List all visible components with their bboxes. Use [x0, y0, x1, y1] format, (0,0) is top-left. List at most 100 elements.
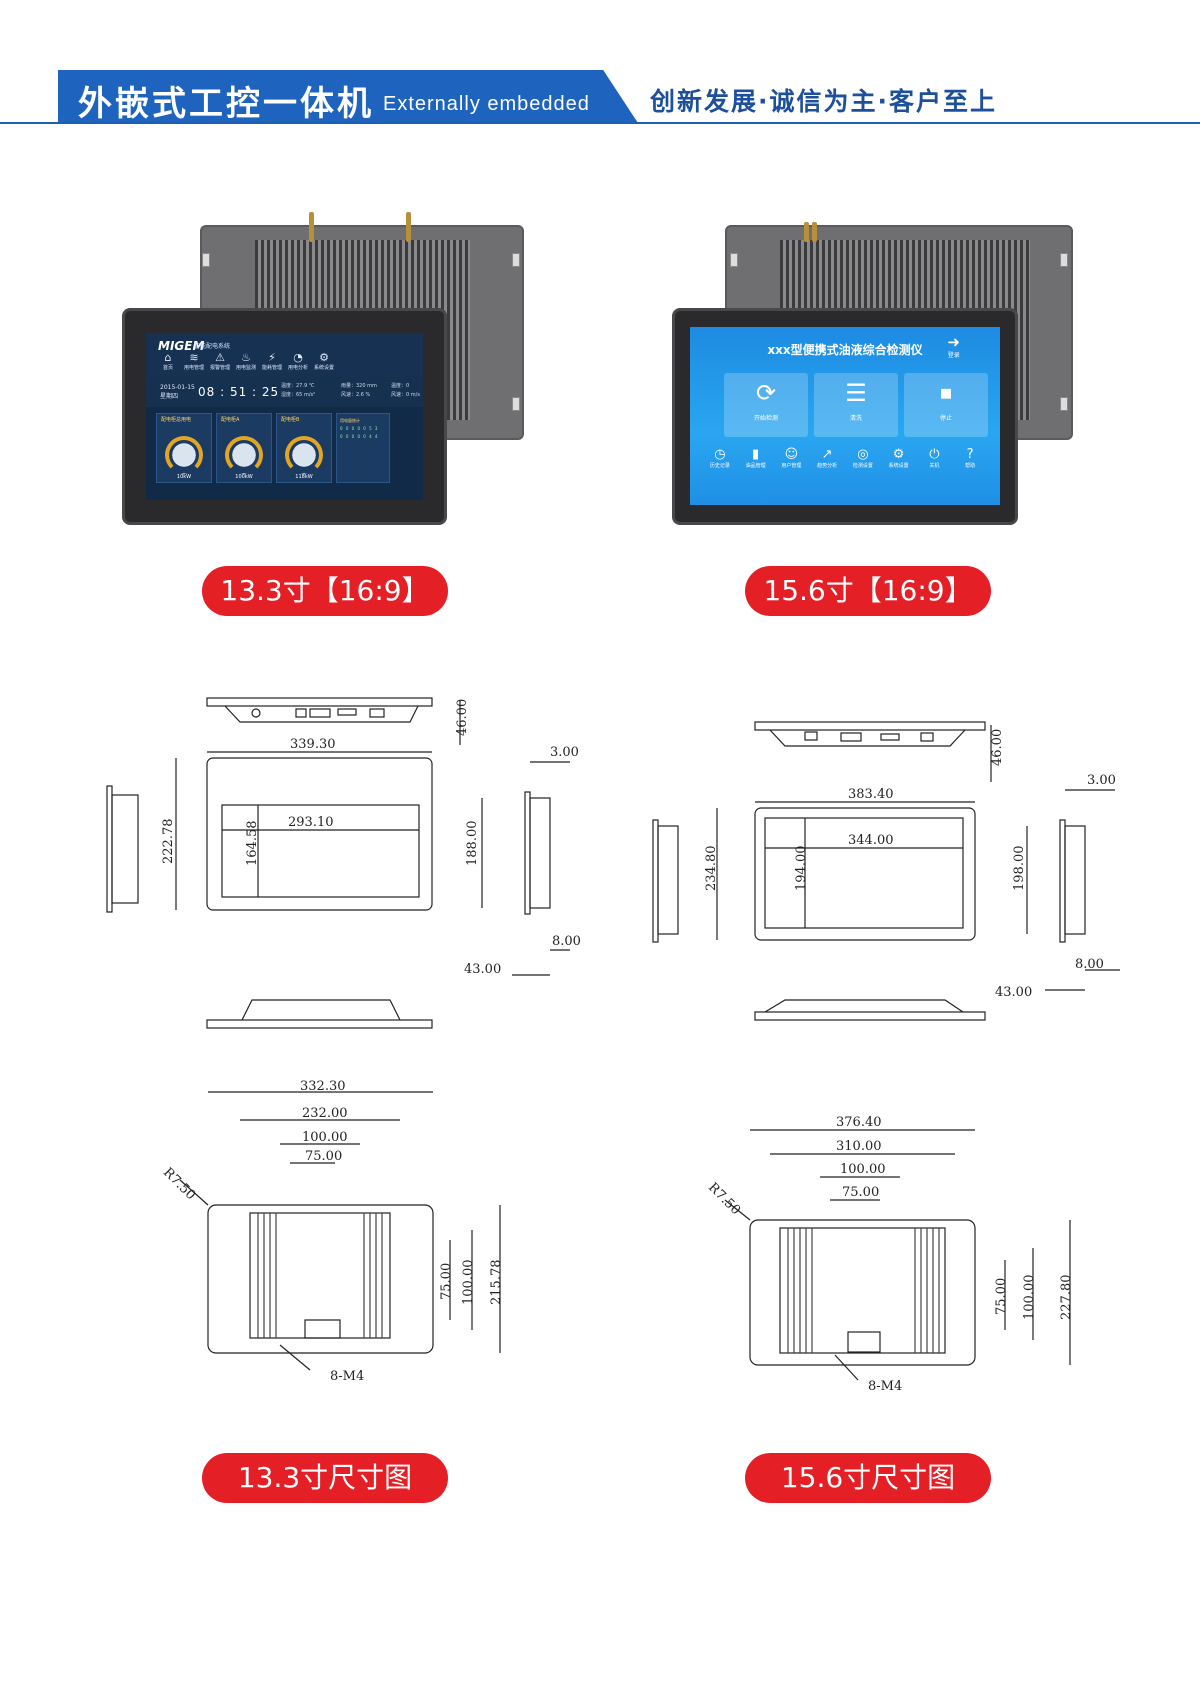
- header-divider: [0, 122, 1200, 124]
- oil-icon: ▮油品管理: [745, 447, 766, 469]
- gauge-dial: [165, 436, 203, 474]
- dim-back-w3: 100.00: [840, 1162, 886, 1177]
- drawing-13-back-view: 332.30 232.00 100.00 75.00 75.00 100.00 …: [160, 1080, 504, 1384]
- mount-bracket: [1060, 253, 1068, 267]
- tile-start: ⟳开始检测: [724, 373, 808, 437]
- plug-icon: ⚡能耗管理: [262, 351, 283, 371]
- gauge-dial: [285, 436, 323, 474]
- dim-screws: 8-M4: [330, 1369, 364, 1384]
- dim-back-h2: 100.00: [1022, 1275, 1037, 1321]
- gear-icon: ⚙系统设置: [888, 447, 909, 469]
- user-icon: ☺用户管理: [781, 447, 802, 469]
- dim-back-h1: 75.00: [439, 1263, 454, 1300]
- antenna: [812, 222, 817, 242]
- antenna: [309, 212, 314, 242]
- product-13-photo: MIGEM 智能配电系统 ⌂首页 ≋用电管理 ⚠报警管理 ♨用电监测 ⚡能耗管理…: [120, 205, 530, 525]
- gauge-card: 配电柜A 100kW: [216, 413, 272, 483]
- bottom-menu: ◷历史记录 ▮油品管理 ☺用户管理 ↗趋势分析 ◎检测设置 ⚙系统设置 ⏻关机 …: [690, 447, 1000, 470]
- dim-back-w3: 100.00: [302, 1130, 348, 1145]
- dim-screen-width: 293.10: [288, 815, 334, 830]
- dim-side-height: 198.00: [1012, 846, 1027, 892]
- mount-bracket: [1060, 397, 1068, 411]
- home-icon: ⌂首页: [162, 351, 173, 371]
- mount-bracket: [202, 253, 210, 267]
- screen-title: xxx型便携式油液综合检测仪: [767, 343, 923, 357]
- date-display: 2015-01-15 星期四: [160, 384, 195, 400]
- screen-nav: ⌂首页 ≋用电管理 ⚠报警管理 ♨用电监测 ⚡能耗管理 ◔用电分析 ⚙系统设置: [158, 351, 334, 371]
- gauge-card: 配电柜B 118kW: [276, 413, 332, 483]
- dim-back-w2: 310.00: [836, 1139, 882, 1154]
- refresh-icon: ⟳: [755, 379, 777, 407]
- login-icon: ➜登录: [947, 333, 960, 360]
- label-13-drawing: 13.3寸尺寸图: [202, 1453, 448, 1503]
- drawing-13-front-views: 339.30 293.10 222.78 164.58 188.00 46.00…: [106, 697, 581, 1029]
- mount-bracket: [512, 397, 520, 411]
- dim-top-height: 46.00: [990, 729, 1005, 766]
- mount-bracket: [512, 253, 520, 267]
- antenna: [406, 212, 411, 242]
- dim-corner-radius: R7.50: [705, 1180, 743, 1218]
- screen-background: [690, 327, 1000, 505]
- energy-counter: 用电量统计 0 0 0 0 0 5 3 0 0 0 0 0 4 4: [336, 413, 390, 483]
- tile-stop: ⏹停止: [904, 373, 988, 437]
- dim-back-h1: 75.00: [994, 1278, 1009, 1315]
- gauge-card: 配电柜总用电 10kW: [156, 413, 212, 483]
- dim-screen-width: 344.00: [848, 833, 894, 848]
- dim-lip: 8.00: [552, 934, 581, 949]
- dim-depth: 43.00: [464, 962, 501, 977]
- label-13-model: 13.3寸【16:9】: [202, 566, 448, 616]
- dim-lip: 8.00: [1075, 957, 1104, 972]
- label-15-drawing: 15.6寸尺寸图: [745, 1453, 991, 1503]
- product-15-photo: xxx型便携式油液综合检测仪 ➜登录 ⟳开始检测 ☰清洗 ⏹停止 ◷历史记录 ▮…: [670, 205, 1080, 525]
- chart-icon: ◔用电分析: [288, 351, 309, 371]
- brand-logo: MIGEM: [158, 339, 205, 353]
- dim-height: 222.78: [161, 819, 176, 865]
- hmi-screen: xxx型便携式油液综合检测仪 ➜登录 ⟳开始检测 ☰清洗 ⏹停止 ◷历史记录 ▮…: [690, 327, 1000, 505]
- dim-back-h3: 227.80: [1059, 1275, 1074, 1321]
- dim-back-w4: 75.00: [842, 1185, 879, 1200]
- dim-back-h3: 215.78: [489, 1260, 504, 1306]
- system-name: 智能配电系统: [194, 343, 231, 350]
- dim-lip-top: 3.00: [1087, 773, 1116, 788]
- power-icon: ⏻关机: [929, 447, 940, 469]
- thermometer-icon: ♨用电监测: [236, 351, 257, 371]
- dim-back-h2: 100.00: [461, 1260, 476, 1306]
- drawing-15-front-views: 383.40 344.00 234.80 194.00 198.00 46.00…: [652, 721, 1120, 1021]
- dim-back-width: 332.30: [300, 1080, 346, 1094]
- dim-side-height: 188.00: [465, 821, 480, 867]
- dim-width: 383.40: [848, 787, 894, 802]
- dim-screen-height: 164.58: [245, 821, 260, 867]
- weather-stats: 温度：27.9 ℃ 雨量：320 mm 温度：0 湿度：65 m/s² 风速：2…: [281, 383, 420, 398]
- slogan: 创新发展·诚信为主·客户至上: [650, 87, 997, 116]
- alarm-icon: ⚠报警管理: [210, 351, 231, 371]
- stop-icon: ⏹: [940, 379, 952, 407]
- dim-back-w4: 75.00: [305, 1149, 342, 1164]
- screen-top-bar: [146, 333, 423, 377]
- trend-icon: ↗趋势分析: [817, 447, 838, 469]
- dim-back-w2: 232.00: [302, 1106, 348, 1121]
- label-15-model: 15.6寸【16:9】: [745, 566, 991, 616]
- title-banner: [58, 70, 638, 123]
- tile-clean: ☰清洗: [814, 373, 898, 437]
- drawing-15-back-view: 376.40 310.00 100.00 75.00 75.00 100.00 …: [705, 1115, 1074, 1394]
- gear-icon: ⚙系统设置: [314, 351, 335, 371]
- clock-display: 08 : 51 : 25: [198, 385, 280, 399]
- dim-lip-top: 3.00: [550, 745, 579, 760]
- meter-icon: ≋用电管理: [184, 351, 205, 371]
- status-row: [146, 377, 423, 407]
- page-title: 外嵌式工控一体机: [78, 84, 374, 124]
- dim-top-height: 46.00: [455, 699, 470, 736]
- dim-corner-radius: R7.50: [160, 1165, 198, 1203]
- filter-icon: ☰: [845, 379, 867, 407]
- target-icon: ◎检测设置: [852, 447, 873, 469]
- gauge-dial: [225, 436, 263, 474]
- dim-height: 234.80: [704, 846, 719, 892]
- hmi-screen: MIGEM 智能配电系统 ⌂首页 ≋用电管理 ⚠报警管理 ♨用电监测 ⚡能耗管理…: [146, 333, 423, 500]
- dim-width: 339.30: [290, 737, 336, 752]
- dim-screen-height: 194.00: [794, 846, 809, 892]
- history-icon: ◷历史记录: [709, 447, 730, 469]
- page-header: 外嵌式工控一体机 Externally embedded 创新发展·诚信为主·客…: [0, 0, 1200, 130]
- dim-depth: 43.00: [995, 985, 1032, 1000]
- page-title-english: Externally embedded: [383, 93, 590, 115]
- dim-screws: 8-M4: [868, 1379, 902, 1394]
